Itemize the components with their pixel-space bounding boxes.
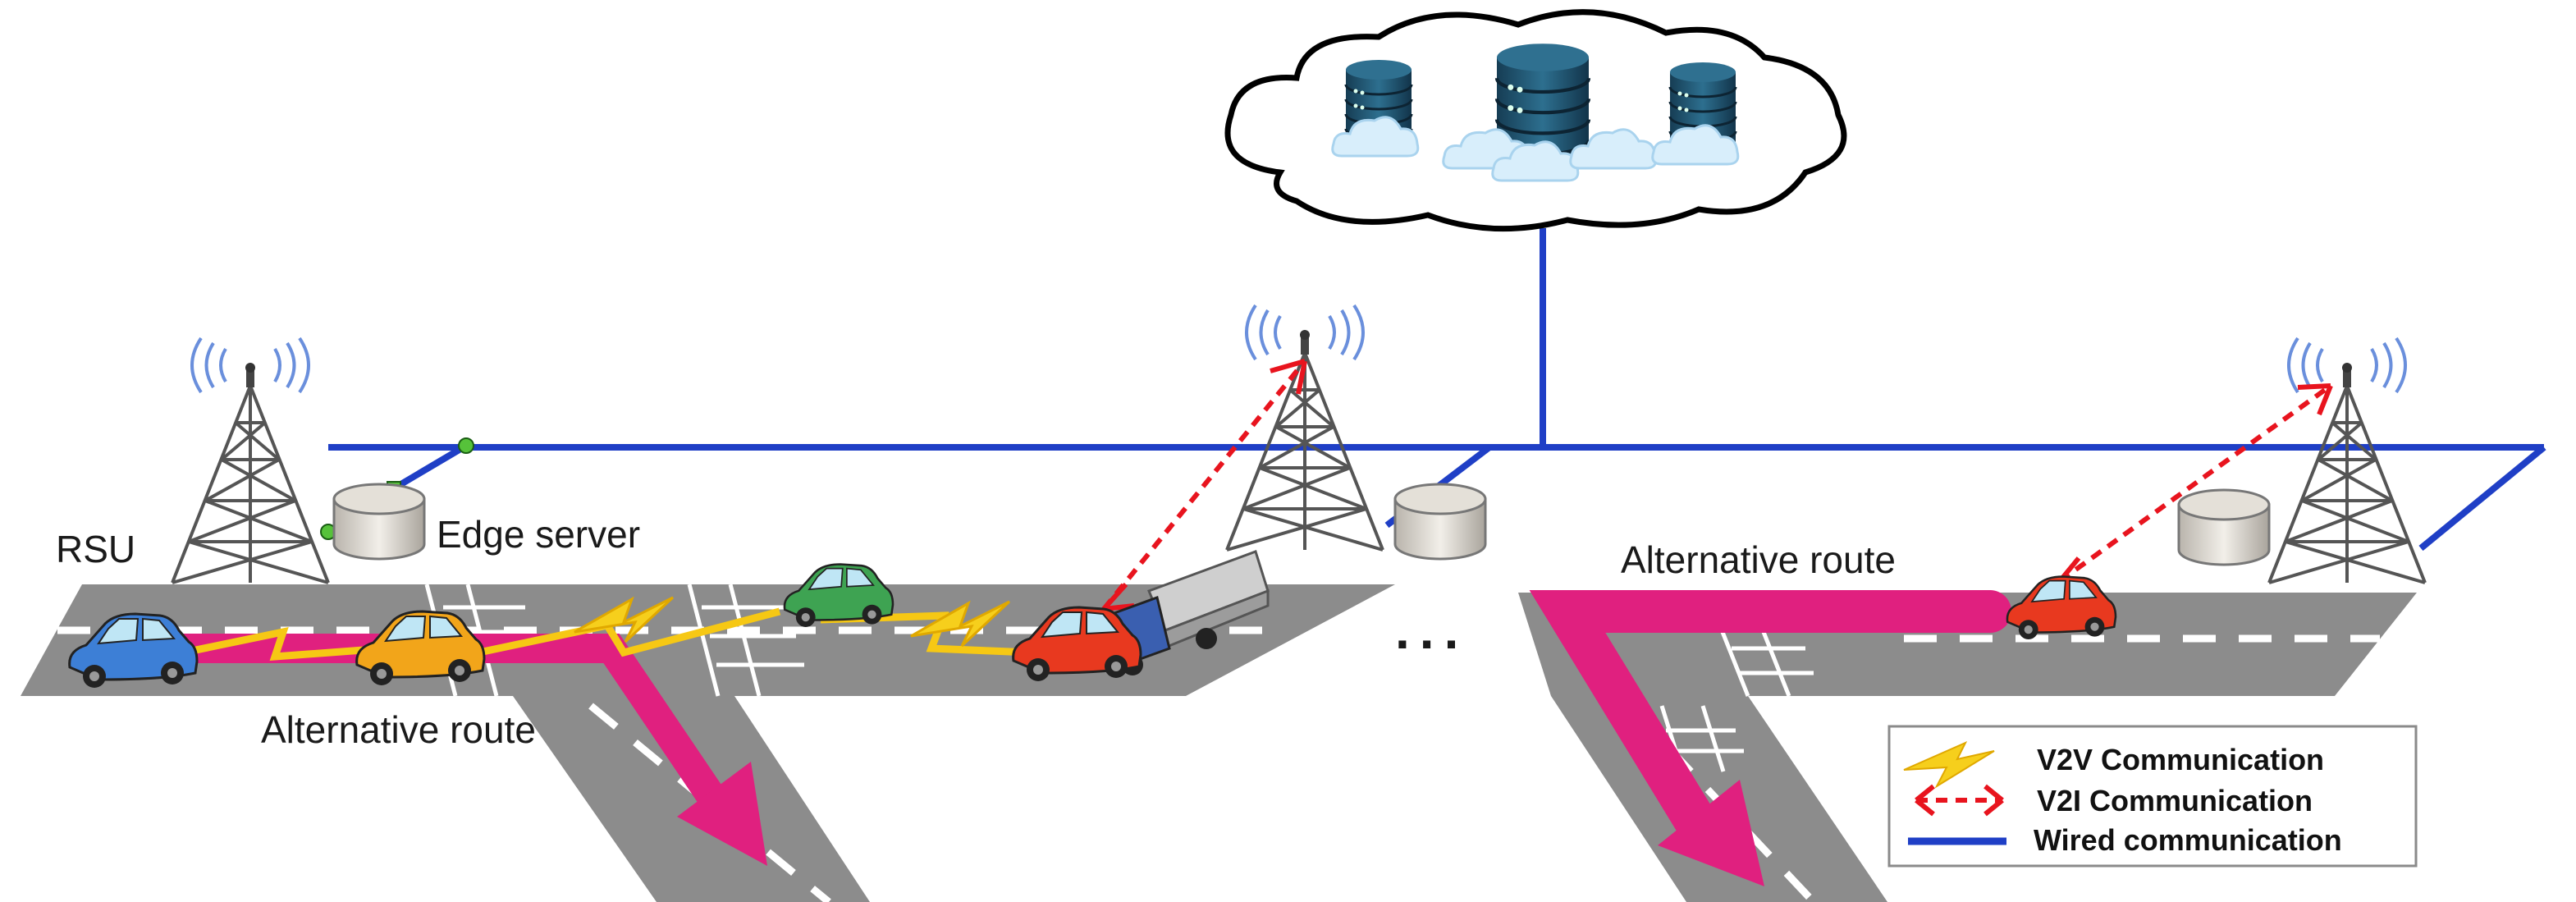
rsu-label: RSU [56, 528, 135, 570]
car-icon [2006, 575, 2117, 641]
legend-v2i-symbol [1915, 784, 2004, 817]
ellipsis: ... [1395, 601, 1468, 660]
legend-v2v-label: V2V Communication [2037, 743, 2324, 776]
edge-server-icon [1393, 483, 1487, 561]
tower-icon [1225, 304, 1384, 552]
edge-server-icon [332, 483, 426, 561]
tower-icon [2267, 337, 2427, 584]
cloud-icon [1224, 9, 1847, 232]
edge-server-label: Edge server [437, 513, 640, 556]
car-icon [783, 563, 895, 629]
legend-wired-label: Wired communication [2034, 823, 2342, 857]
alt-route-arrow-right [1529, 590, 2011, 886]
alt-route-label-right: Alternative route [1621, 538, 1896, 581]
alt-route-label-left: Alternative route [261, 708, 536, 751]
legend-v2i-label: V2I Communication [2037, 784, 2313, 817]
legend-v2v-symbol [1903, 740, 1995, 789]
edge-server-icon [2177, 488, 2271, 566]
tower-icon [171, 337, 330, 584]
legend: V2V Communication V2I Communication Wire… [1887, 725, 2418, 868]
v2v-link [163, 596, 1031, 661]
